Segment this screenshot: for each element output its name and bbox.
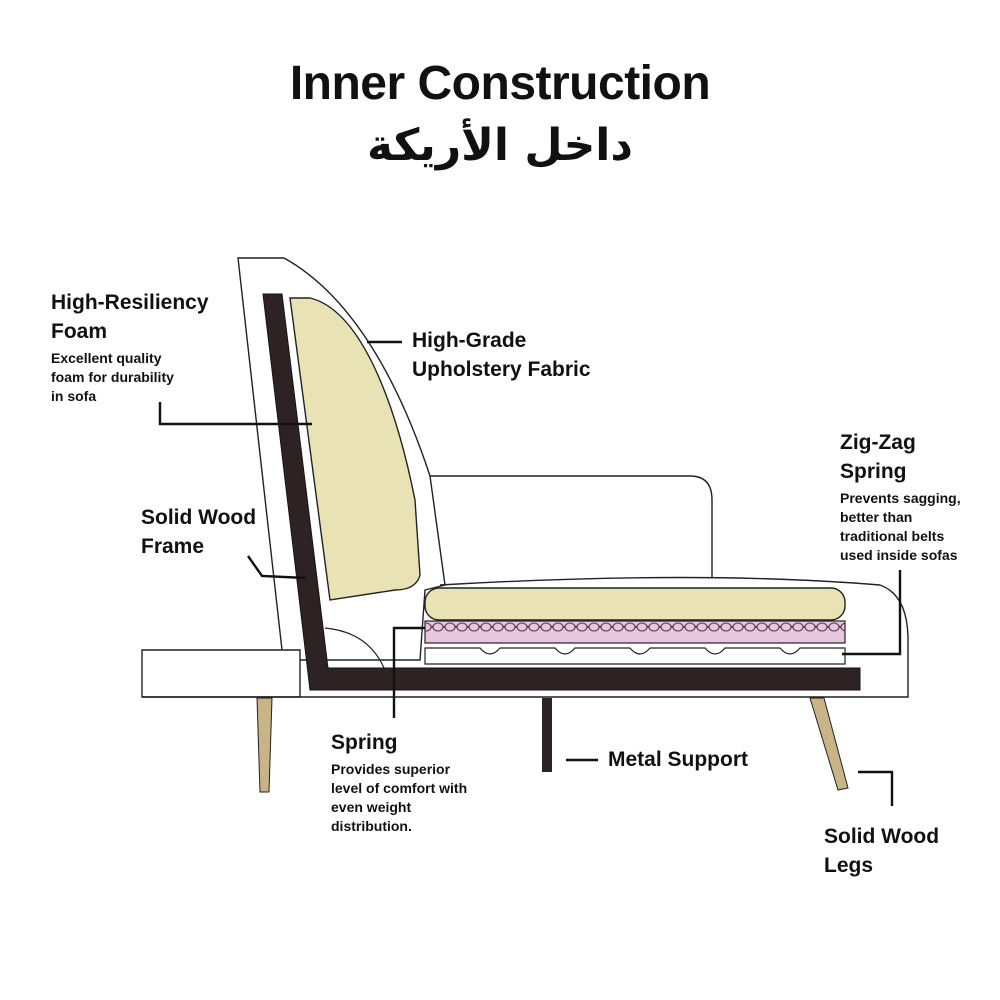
- metal-support: [542, 698, 552, 772]
- wood-frame: [262, 293, 861, 691]
- label-foam: High-Resiliency Foam Excellent quality f…: [51, 288, 209, 406]
- leader-spring: [392, 626, 425, 718]
- label-zigzag-desc: Prevents sagging, better than traditiona…: [840, 490, 961, 563]
- leader-legs: [858, 770, 894, 806]
- label-spring-head: Spring: [331, 731, 398, 754]
- zigzag-spring: [424, 647, 846, 665]
- label-foam-head: High-Resiliency Foam: [51, 291, 209, 343]
- label-legs: Solid Wood Legs: [824, 822, 939, 880]
- frame-corner-curve: [324, 627, 385, 669]
- leader-zigzag: [842, 570, 902, 656]
- seat-foam: [424, 587, 846, 621]
- label-metal-head: Metal Support: [608, 748, 748, 771]
- seat-outline: [142, 576, 909, 698]
- label-frame: Solid Wood Frame: [141, 503, 256, 561]
- label-fabric: High-Grade Upholstery Fabric: [412, 326, 591, 384]
- label-zigzag: Zig-Zag Spring Prevents sagging, better …: [840, 428, 961, 565]
- label-spring: Spring Provides superior level of comfor…: [331, 728, 467, 836]
- label-zigzag-head: Zig-Zag Spring: [840, 431, 916, 483]
- label-foam-desc: Excellent quality foam for durability in…: [51, 350, 174, 404]
- base-outline: [141, 649, 301, 698]
- label-frame-head: Solid Wood Frame: [141, 506, 257, 558]
- page-title: Inner Construction: [289, 57, 711, 110]
- leader-frame: [247, 555, 307, 580]
- rear-leg: [809, 697, 849, 791]
- label-legs-head: Solid Wood Legs: [824, 825, 940, 877]
- label-spring-desc: Provides superior level of comfort with …: [331, 761, 468, 834]
- leader-foam: [158, 402, 312, 426]
- rear-cushion-outline: [430, 475, 713, 578]
- front-leg: [256, 697, 273, 793]
- page-subtitle-arabic: داخل الأريكة: [367, 120, 633, 171]
- label-fabric-head: High-Grade Upholstery Fabric: [412, 329, 591, 381]
- label-metal: Metal Support: [608, 745, 748, 774]
- pocket-spring-coils: [425, 621, 845, 643]
- foam-back: [289, 297, 421, 601]
